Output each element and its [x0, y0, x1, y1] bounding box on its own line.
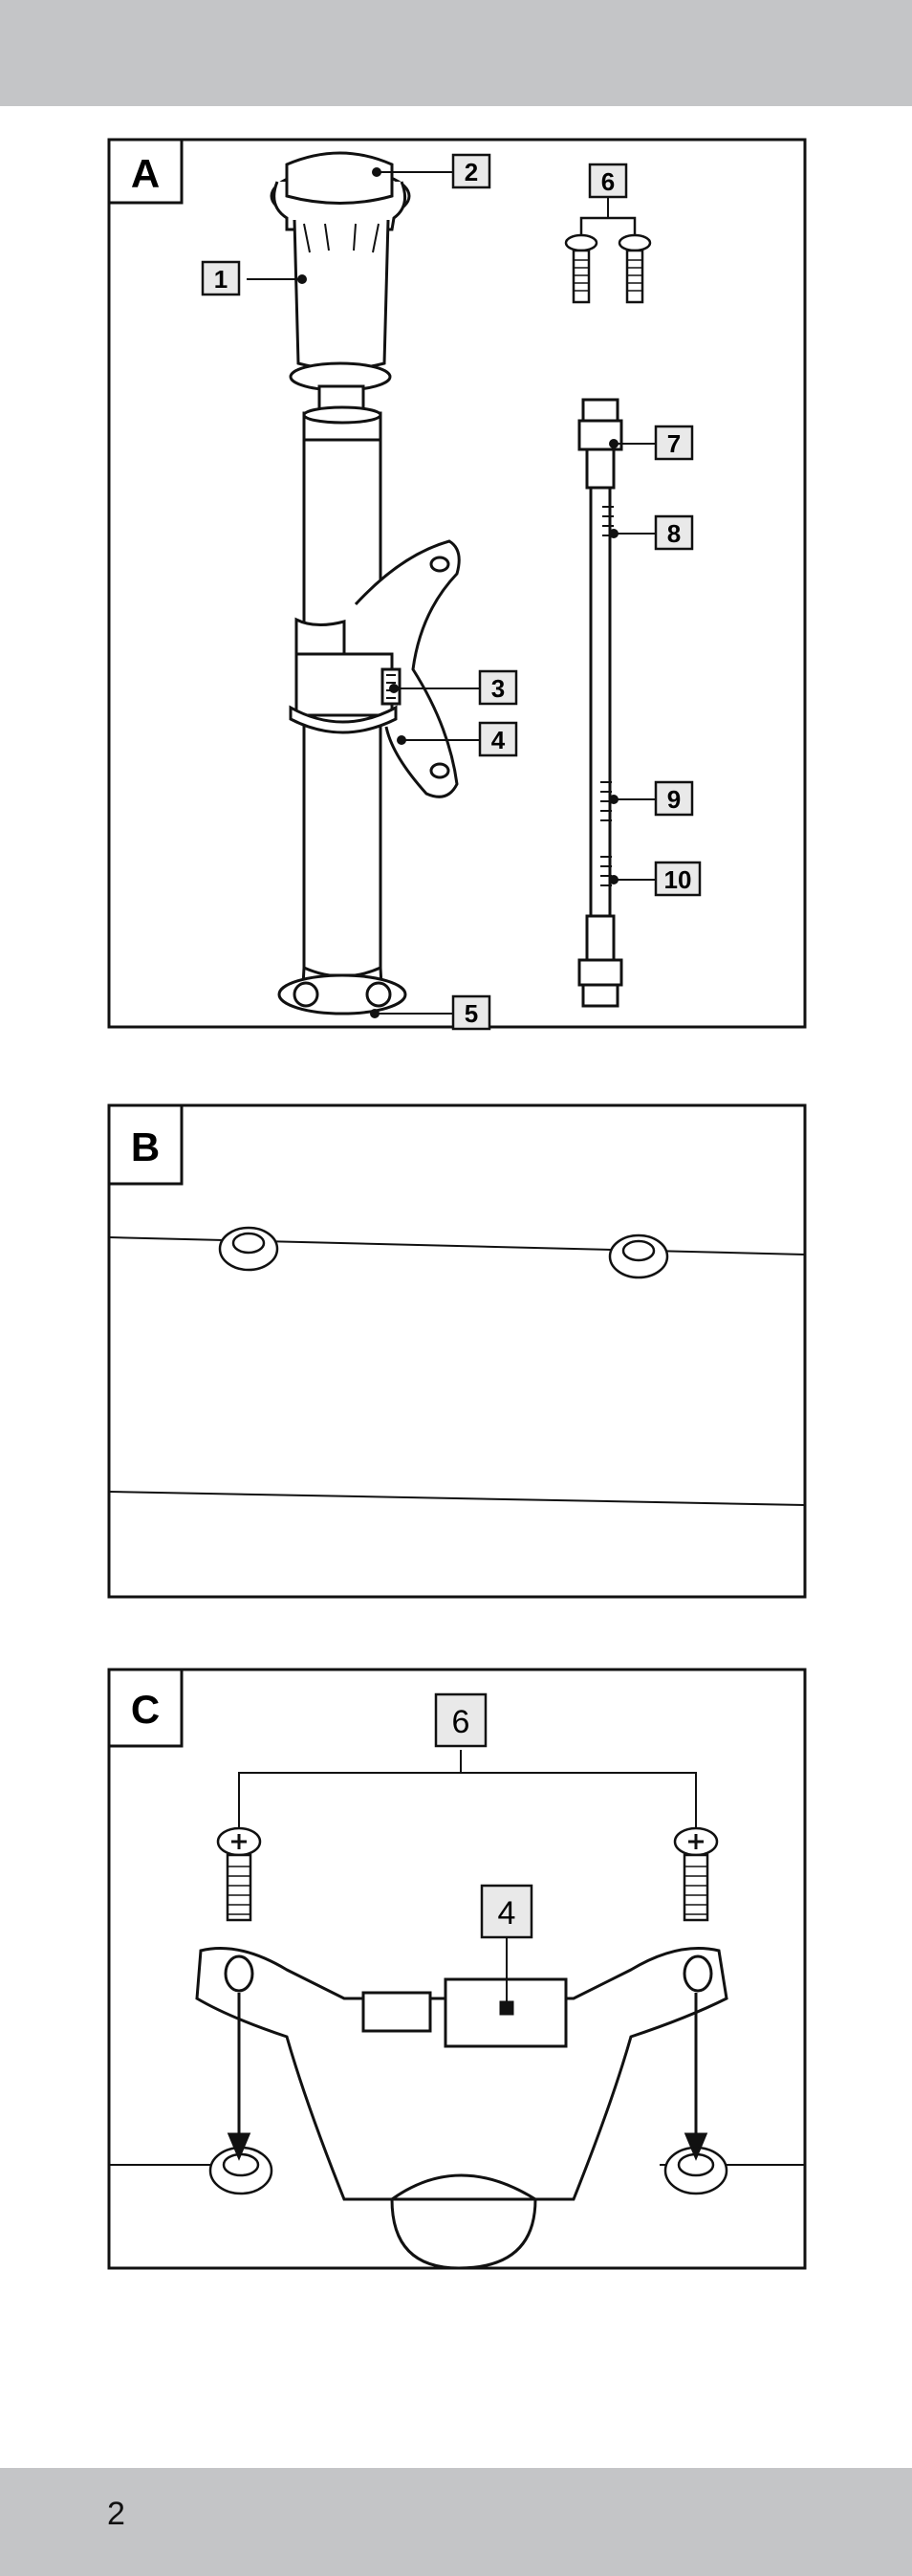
callout-c-6: 6: [452, 1704, 470, 1740]
page-number: 2: [107, 2496, 125, 2533]
figure-c: C: [0, 0, 912, 2295]
callout-c-4: 4: [498, 1895, 516, 1932]
footer-bar: [0, 2468, 912, 2576]
bracket-illustration: [197, 1949, 727, 2269]
screws-c-illustration: [218, 1828, 717, 1920]
figure-c-letter: C: [131, 1687, 160, 1732]
